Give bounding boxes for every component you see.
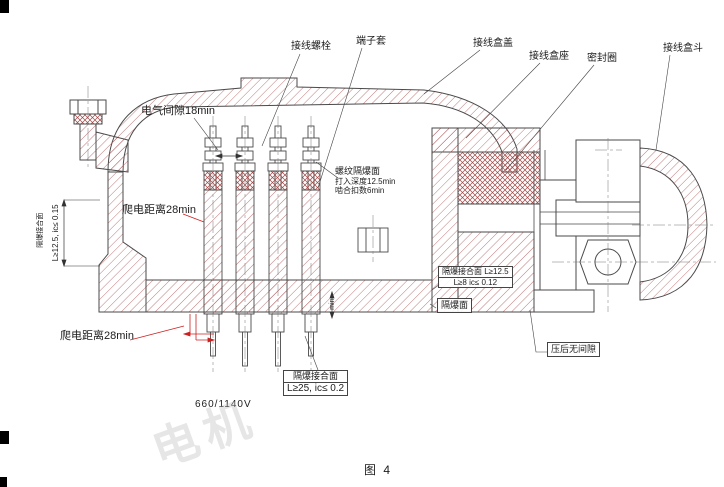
box-hood-section bbox=[639, 147, 708, 301]
joint-bottom-line1: 隔爆接合面 bbox=[284, 371, 348, 383]
thread-line2: 打入深度12.5min bbox=[335, 176, 396, 186]
registration-mark bbox=[0, 0, 9, 13]
centerlines bbox=[87, 86, 716, 372]
joint-right-line1: 隔爆接合面 L≥12.5 bbox=[439, 267, 512, 278]
left-wall-section bbox=[98, 171, 147, 313]
voltage-note: 660/1140V bbox=[195, 399, 252, 410]
label-seal-ring: 密封圈 bbox=[587, 53, 617, 64]
label-joint-right: 隔爆接合面 L≥12.5 L≥8 ic≤ 0.12 bbox=[438, 266, 513, 289]
registration-mark bbox=[0, 477, 7, 487]
label-box-hood: 接线盒斗 bbox=[663, 43, 703, 54]
label-thread-flameproof: 螺纹隔爆面 打入深度12.5min 啮合扣数6min bbox=[335, 166, 395, 196]
leader-lines bbox=[193, 47, 671, 371]
label-box-base: 接线盒座 bbox=[529, 51, 569, 62]
registration-mark bbox=[0, 431, 9, 444]
label-terminal-sleeve: 端子套 bbox=[356, 36, 386, 47]
label-electrical-clearance: 电气间隙18min bbox=[141, 105, 215, 117]
label-box-cover: 接线盒盖 bbox=[473, 38, 513, 49]
dimension-marks bbox=[61, 153, 335, 320]
label-creepage-lower: 爬电距离28min bbox=[60, 330, 134, 342]
cable-gland-assembly bbox=[533, 139, 708, 313]
label-joint-bottom: 隔爆接合面 L≥25, ic≤ 0.2 bbox=[283, 370, 349, 396]
label-terminal-bolt: 接线螺栓 bbox=[291, 41, 331, 52]
figure-caption: 图 4 bbox=[364, 463, 393, 477]
thread-line1: 螺纹隔爆面 bbox=[335, 166, 381, 176]
label-left-vertical-dim: L≥12.5, ic≤ 0.15 bbox=[51, 204, 61, 262]
label-creepage-upper: 爬电距离28min bbox=[122, 204, 196, 216]
label-no-gap: 压后无间隙 bbox=[547, 342, 601, 357]
terminal-studs bbox=[202, 125, 322, 367]
label-min-mark: min bbox=[328, 298, 336, 310]
terminal-plate-section bbox=[145, 279, 433, 313]
joint-right-line2: L≥8 ic≤ 0.12 bbox=[453, 277, 498, 287]
creepage-dimension-red bbox=[129, 213, 216, 343]
label-flameproof-surface: 隔爆面 bbox=[437, 298, 473, 313]
joint-bottom-line2: L≥25, ic≤ 0.2 bbox=[287, 382, 345, 394]
label-left-vertical-name: 隔爆接合面 bbox=[36, 212, 44, 248]
thread-line3: 啮合扣数6min bbox=[335, 186, 385, 196]
